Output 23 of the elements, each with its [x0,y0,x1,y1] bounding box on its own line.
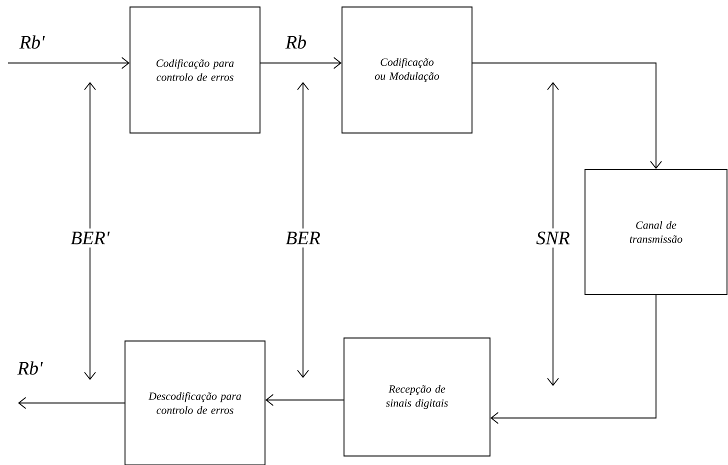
arrow [265,394,344,406]
arrow [547,247,559,386]
edge-label: Rb [285,35,306,49]
arrow [472,62,662,170]
parameter-label: BER [286,232,320,244]
edge-label: Rb' [17,361,43,375]
arrow [8,57,130,69]
process-box: Codificação ou Modulação [342,6,472,134]
arrow [84,82,96,229]
process-box: Codificação para controlo de erros [130,6,260,134]
arrow [297,247,309,378]
arrow [547,82,559,229]
arrow [84,247,96,380]
arrow [297,82,309,229]
process-box: Recepção de sinais digitais [344,338,490,456]
process-box: Canal de transmissão [584,169,728,295]
arrow [490,294,656,424]
arrow [18,397,125,409]
parameter-label: BER' [70,232,110,244]
edge-label: Rb' [19,35,45,49]
arrow [260,57,342,69]
process-box: Descodificação para controlo de erros [124,340,266,465]
parameter-label: SNR [536,232,570,244]
